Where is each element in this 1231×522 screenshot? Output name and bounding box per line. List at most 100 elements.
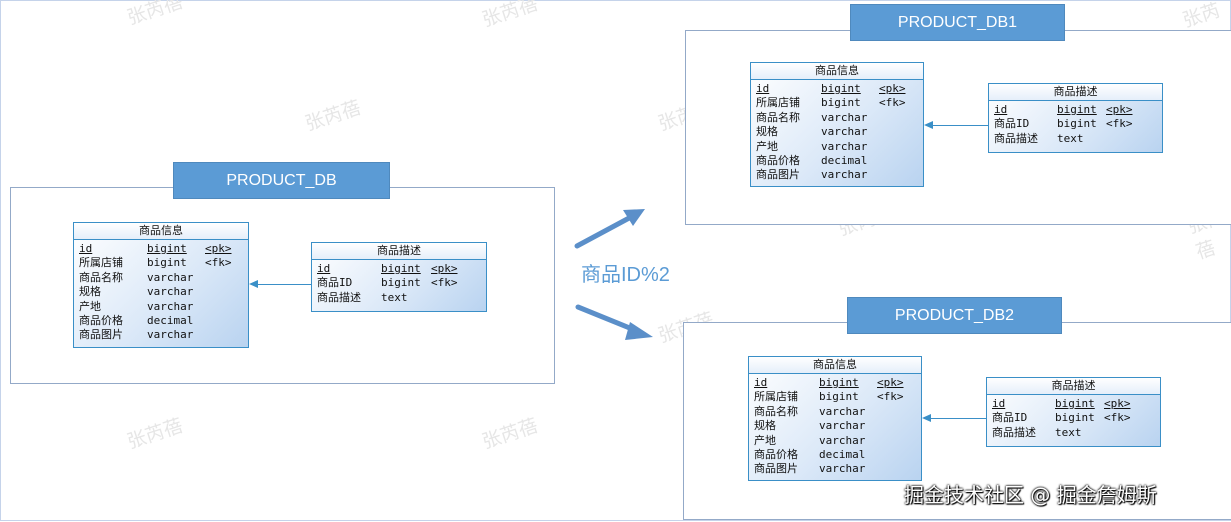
column-name: 规格 [756,125,778,139]
column-key: <fk> [205,256,232,270]
column-type: bigint [1055,397,1095,410]
column-key: <pk> [877,376,904,389]
column-name: 商品图片 [754,462,798,476]
column-name: id [992,397,1006,410]
column-name: id [994,103,1008,116]
arrow-up-right-icon [574,209,645,249]
column-key: <pk> [1106,103,1133,116]
entity-title: 商品描述 [989,84,1162,101]
column-name: 规格 [79,285,101,299]
column-name: 商品ID [317,276,353,290]
column-name: id [756,82,770,95]
column-key: <fk> [431,276,458,290]
column-name: 商品名称 [754,404,798,418]
column-name: 产地 [756,139,778,153]
column-type: bigint [821,96,861,110]
column-type: varchar [821,139,868,153]
column-row: 规格 varchar [754,419,921,433]
column-name: 所属店铺 [754,390,798,404]
column-name: 商品ID [992,411,1028,425]
column-row: 商品ID bigint <fk> [317,276,486,290]
column-row: 商品名称 varchar [754,405,921,419]
column-row: 规格 varchar [756,125,923,139]
database-label: PRODUCT_DB1 [850,4,1065,41]
column-row: 商品图片 varchar [79,328,248,342]
column-type: text [1055,425,1082,439]
column-name: 商品描述 [994,131,1038,145]
column-type: bigint [1055,411,1095,425]
column-type: varchar [819,404,866,418]
entity-title: 商品描述 [312,243,486,260]
column-name: 商品描述 [992,425,1036,439]
column-type: bigint [147,256,187,270]
column-type: bigint [1057,103,1097,116]
column-key: <fk> [877,390,904,404]
column-name: 规格 [754,419,776,433]
entity-title: 商品信息 [749,357,921,374]
relationship-arrowhead-icon [924,121,933,129]
column-name: 商品价格 [754,447,798,461]
column-key: <fk> [879,96,906,110]
column-name: 商品图片 [756,168,800,182]
column-type: varchar [147,328,194,342]
column-name: 产地 [79,299,101,313]
sharding-rule-label: 商品ID%2 [581,264,670,286]
column-row: 产地 varchar [756,140,923,154]
column-row: 商品价格 decimal [754,448,921,462]
column-type: bigint [1057,117,1097,131]
column-type: varchar [821,110,868,124]
relationship-arrowhead-icon [249,280,258,288]
database-label: PRODUCT_DB2 [847,297,1062,334]
site-credit-watermark: 掘金技术社区 @ 掘金詹姆斯 [904,483,1157,507]
column-key: <pk> [431,262,458,275]
column-type: bigint [147,242,187,255]
entity-product-desc[interactable]: 商品描述 id bigint <pk> 商品ID bigint <fk> 商品描述 tex… [988,83,1163,153]
column-name: 商品ID [994,117,1030,131]
column-type: bigint [381,276,421,290]
column-list: id bigint <pk> 商品ID bigint <fk> 商品描述 text [989,101,1162,146]
column-row: 商品ID bigint <fk> [994,117,1162,131]
column-type: bigint [821,82,861,95]
relationship-line [931,418,986,419]
database-label: PRODUCT_DB [173,162,390,199]
column-row: id bigint <pk> [992,397,1160,411]
column-name: id [317,262,331,275]
relationship-line [933,125,988,126]
column-name: id [79,242,93,255]
column-name: 商品价格 [756,153,800,167]
column-name: 产地 [754,433,776,447]
column-name: id [754,376,768,389]
column-key: <pk> [879,82,906,95]
column-type: text [1057,131,1084,145]
column-type: varchar [819,419,866,433]
column-type: decimal [819,447,866,461]
column-name: 商品图片 [79,328,123,342]
relationship-line [258,284,311,285]
column-row: id bigint <pk> [754,376,921,390]
column-name: 商品价格 [79,313,123,327]
column-type: bigint [819,376,859,389]
column-type: varchar [821,125,868,139]
column-type: bigint [381,262,421,275]
column-type: text [381,290,408,304]
column-row: id bigint <pk> [994,103,1162,117]
column-key: <pk> [1104,397,1131,410]
column-key: <fk> [1106,117,1133,131]
arrow-down-right-icon [575,304,653,340]
column-type: varchar [821,168,868,182]
